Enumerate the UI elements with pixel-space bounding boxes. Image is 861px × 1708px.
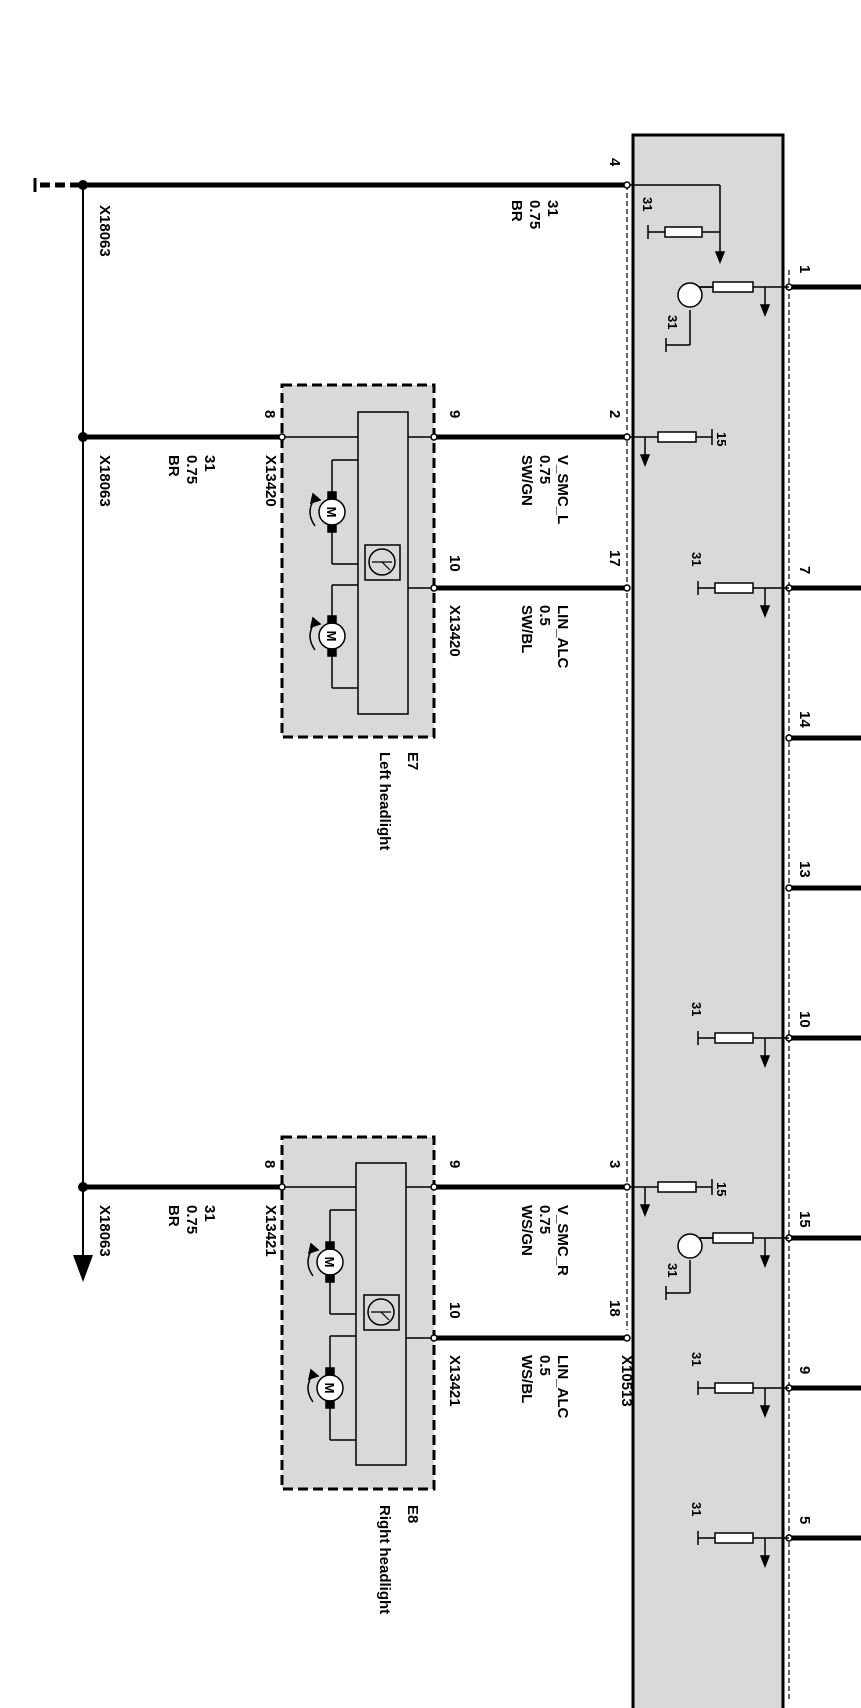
internal-circuit-pin5 <box>697 1531 789 1569</box>
module-pin-5: 5 <box>796 1516 813 1524</box>
left-headlight-motor-2 <box>309 584 358 689</box>
module-right-wires <box>789 284 861 1541</box>
module-pin-2: 2 <box>606 410 623 418</box>
pin15-ground-terminal-label: 31 <box>665 1263 680 1277</box>
pin7-ground-terminal-label: 31 <box>689 552 704 566</box>
module-pin-17: 17 <box>606 550 623 567</box>
pin2-supply-terminal-label: 15 <box>714 432 729 446</box>
module-pin-3: 3 <box>606 1160 623 1168</box>
right-ground-terminal: 31 <box>201 1205 218 1222</box>
right-headlight-sensor-icon <box>367 1298 395 1326</box>
ground-bus-arrow <box>73 1255 93 1282</box>
pin3-supply-terminal-label: 15 <box>714 1182 729 1196</box>
right-supply-gauge: 0.75 <box>536 1205 553 1234</box>
bottom-bus-connector: X18063 <box>96 1205 113 1257</box>
left-supply-signal: V_SMC_L <box>554 455 571 524</box>
module-pin-10: 10 <box>796 1011 813 1028</box>
left-ground-gauge: 0.75 <box>183 455 200 484</box>
top-ground-terminal: 31 <box>544 200 561 217</box>
right-supply-signal: V_SMC_R <box>554 1205 571 1276</box>
internal-circuit-pin4 <box>627 184 726 265</box>
pin9-ground-terminal-label: 31 <box>689 1352 704 1366</box>
top-ground-color: BR <box>508 200 525 222</box>
left-headlight-name: Left headlight <box>376 752 393 850</box>
internal-circuit-pin7 <box>697 581 789 619</box>
pin1-ground-terminal-label: 31 <box>665 315 680 329</box>
module-pin-18: 18 <box>606 1300 623 1317</box>
module-pin-9: 9 <box>796 1366 813 1374</box>
left-headlight-lin-connector: X13420 <box>446 605 463 657</box>
module-pin-14: 14 <box>796 711 813 728</box>
module-pin-1: 1 <box>796 265 813 273</box>
left-lin-color: SW/BL <box>518 605 535 653</box>
left-headlight-pin-lin: 10 <box>446 555 463 572</box>
module-connector-label: X10513 <box>618 1355 635 1407</box>
left-motor-2-label: M <box>324 631 339 642</box>
right-supply-color: WS/GN <box>518 1205 535 1256</box>
right-motor-2-label: M <box>322 1383 337 1394</box>
right-headlight-pin-ground: 8 <box>261 1160 278 1168</box>
pin4-ground-terminal-label: 31 <box>640 197 655 211</box>
right-headlight-id: E8 <box>404 1505 421 1523</box>
left-motor-1-label: M <box>324 507 339 518</box>
internal-circuit-pin3 <box>627 1179 713 1218</box>
right-ground-gauge: 0.75 <box>183 1205 200 1234</box>
top-ground-gauge: 0.75 <box>526 200 543 229</box>
left-bus-connector: X18063 <box>96 455 113 507</box>
top-ground-connector: X18063 <box>96 205 113 257</box>
module-pin-15: 15 <box>796 1211 813 1228</box>
right-headlight-motor-2 <box>307 1335 356 1441</box>
internal-circuit-pin9 <box>697 1381 789 1419</box>
control-module-block <box>631 133 785 1708</box>
module-pin-7: 7 <box>796 566 813 574</box>
left-ground-color: BR <box>165 455 182 477</box>
left-lin-gauge: 0.5 <box>536 605 553 626</box>
left-headlight-id: E7 <box>404 752 421 770</box>
left-ground-terminal: 31 <box>201 455 218 472</box>
left-supply-gauge: 0.75 <box>536 455 553 484</box>
ground-wire-top <box>33 178 627 192</box>
internal-circuit-pin2 <box>627 429 713 468</box>
module-pin-13: 13 <box>796 861 813 878</box>
right-ground-color: BR <box>165 1205 182 1227</box>
internal-circuit-pin15 <box>665 1232 789 1300</box>
right-motor-1-label: M <box>322 1257 337 1268</box>
left-headlight-motor-1 <box>309 459 358 565</box>
internal-circuit-pin10 <box>697 1031 789 1069</box>
right-headlight-ground-connector: X13421 <box>262 1205 279 1257</box>
internal-circuit-pin1 <box>665 281 789 352</box>
right-lin-gauge: 0.5 <box>536 1355 553 1376</box>
right-headlight-lin-connector: X13421 <box>446 1355 463 1407</box>
right-headlight-pin-lin: 10 <box>446 1302 463 1319</box>
right-headlight-motor-1 <box>307 1209 356 1315</box>
left-supply-color: SW/GN <box>518 455 535 506</box>
right-headlight-pin-supply: 9 <box>446 1160 463 1168</box>
left-headlight-pin-ground: 8 <box>261 410 278 418</box>
module-pin-4: 4 <box>606 158 623 167</box>
pin10-ground-terminal-label: 31 <box>689 1002 704 1016</box>
left-lin-signal: LIN_ALC <box>554 605 571 669</box>
left-headlight-pin-supply: 9 <box>446 410 463 418</box>
right-lin-color: WS/BL <box>518 1355 535 1403</box>
right-headlight-name: Right headlight <box>376 1505 393 1614</box>
left-headlight-ground-connector: X13420 <box>262 455 279 507</box>
pin5-ground-terminal-label: 31 <box>689 1502 704 1516</box>
left-headlight-sensor-icon <box>368 548 396 576</box>
right-lin-signal: LIN_ALC <box>554 1355 571 1419</box>
